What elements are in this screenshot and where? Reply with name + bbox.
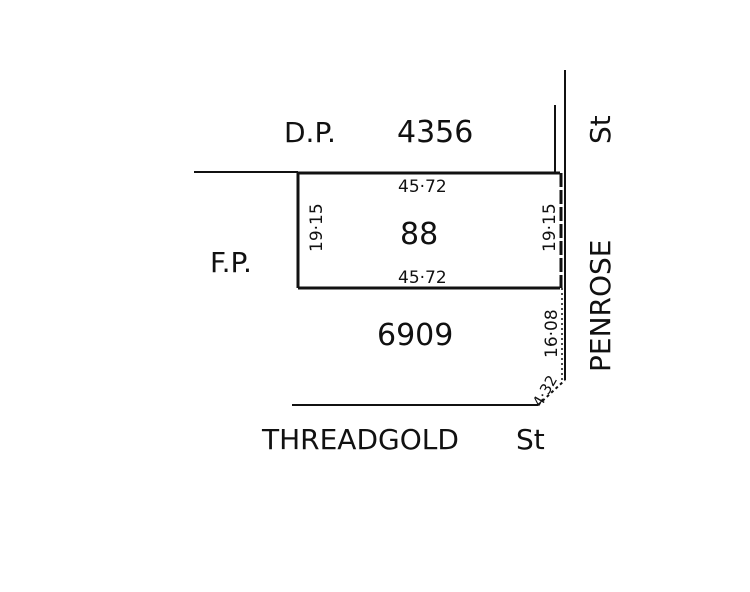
threadgold-street-suffix: St xyxy=(516,423,545,456)
threadgold-street-name: THREADGOLD xyxy=(261,423,459,456)
penrose-street-suffix: St xyxy=(584,115,617,144)
dim-corner-side: 16·08 xyxy=(542,309,562,358)
dp-number: 4356 xyxy=(397,115,473,150)
lot-number: 88 xyxy=(400,217,438,252)
penrose-street-name: PENROSE xyxy=(584,240,617,372)
dim-splay: 4·32 xyxy=(529,372,561,410)
corner-splay-line xyxy=(537,379,566,406)
fp-label: F.P. xyxy=(210,246,252,279)
dp-label: D.P. xyxy=(284,116,336,149)
dim-left: 19·15 xyxy=(307,203,327,252)
dim-right: 19·15 xyxy=(540,203,560,252)
lot-88-outline xyxy=(296,171,563,290)
dim-top: 45·72 xyxy=(398,177,447,197)
fp-number: 6909 xyxy=(377,318,453,353)
dim-bottom: 45·72 xyxy=(398,268,447,288)
boundary-lines xyxy=(194,70,566,406)
